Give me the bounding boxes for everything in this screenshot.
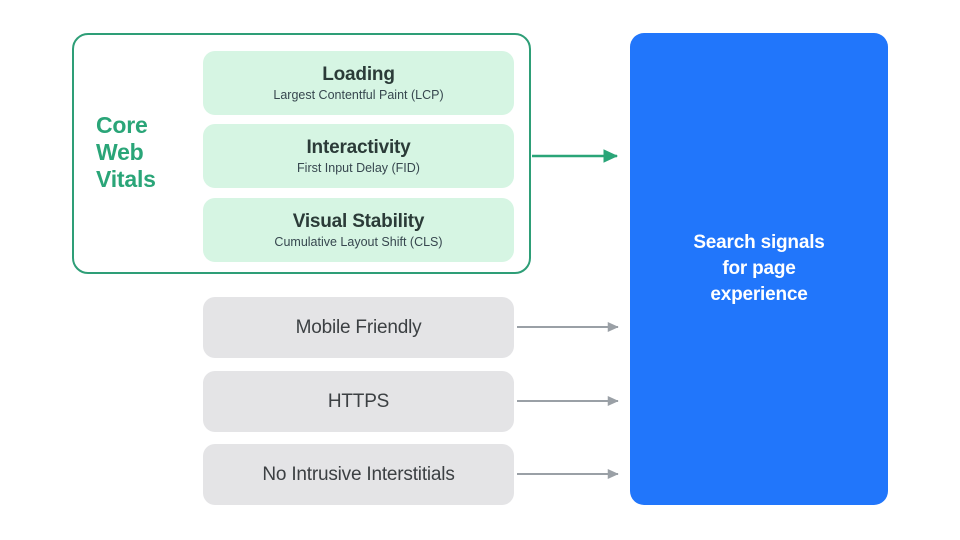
card-visual-stability[interactable]: Visual Stability Cumulative Layout Shift… xyxy=(203,198,514,262)
card-visual-stability-subtitle: Cumulative Layout Shift (CLS) xyxy=(274,235,443,249)
card-loading[interactable]: Loading Largest Contentful Paint (LCP) xyxy=(203,51,514,115)
card-no-intrusive-interstitials[interactable]: No Intrusive Interstitials xyxy=(203,444,514,505)
core-web-vitals-label: Core Web Vitals xyxy=(96,112,156,192)
search-signals-panel-text: Search signals for page experience xyxy=(693,232,825,305)
card-visual-stability-title: Visual Stability xyxy=(292,211,425,232)
card-interactivity[interactable]: Interactivity First Input Delay (FID) xyxy=(203,124,514,188)
card-no-intrusive-interstitials-title: No Intrusive Interstitials xyxy=(262,464,455,485)
search-signals-panel: Search signals for page experience xyxy=(630,33,888,505)
card-mobile-friendly-title: Mobile Friendly xyxy=(295,317,422,338)
card-interactivity-subtitle: First Input Delay (FID) xyxy=(297,161,420,175)
card-https-title: HTTPS xyxy=(327,391,390,412)
card-loading-title: Loading xyxy=(322,64,395,85)
card-mobile-friendly[interactable]: Mobile Friendly xyxy=(203,297,514,358)
card-https[interactable]: HTTPS xyxy=(203,371,514,432)
card-interactivity-title: Interactivity xyxy=(306,137,411,158)
card-loading-subtitle: Largest Contentful Paint (LCP) xyxy=(273,88,444,102)
